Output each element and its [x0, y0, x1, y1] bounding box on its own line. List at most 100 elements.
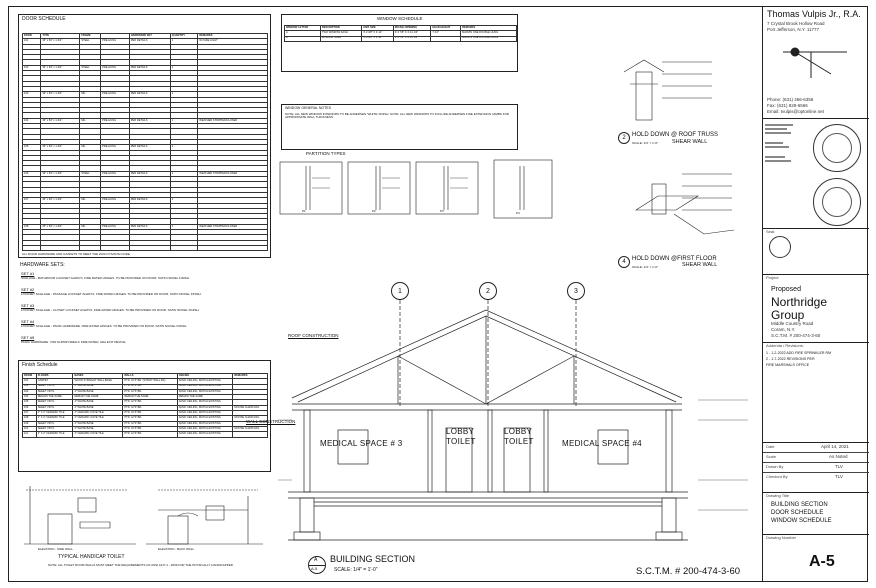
handicap-left-label: ELEVATION - SIDE WALL [38, 547, 73, 551]
grid-bubble-2: 2 [479, 282, 497, 300]
detail-2-subtitle: SHEAR WALL [672, 139, 708, 145]
section-scale: SCALE: 1/4" = 1'-0" [334, 567, 378, 573]
architect-fax: Fax: (631) 828-6566 [767, 103, 808, 108]
architect-address-2: Port Jefferson, N.Y. 11777 [767, 27, 820, 32]
partition-types-title: PARTITION TYPES [306, 151, 346, 156]
state-seal [769, 236, 791, 258]
architect-address-1: 7 Crystal Brook Hollow Road [767, 21, 825, 26]
consultant-notes [765, 122, 805, 222]
project-proposed: Proposed [771, 286, 801, 293]
wall-construction-label: WALL CONSTRUCTION [246, 419, 296, 424]
door-spacer-row [21, 133, 268, 140]
revision-2: 2 - 1-7-2022 REVISIONS PER [766, 357, 815, 361]
handicap-note: NOTE: ALL TOILET ROOM WALLS MUST MEET TH… [48, 563, 234, 567]
window-notes-text: NOTE: ALL NEW WINDOW INTERIORS TO BE AND… [285, 112, 510, 120]
hardware-set-text: PANIC HARDWARE. VON DUPRIN 98EO-F FIRE R… [21, 340, 127, 344]
architect-phone: Phone: (631) 466-6358 [767, 97, 814, 102]
detail-4-title: HOLD DOWN @FIRST FLOOR [632, 256, 717, 262]
drawing-title-label: Drawing Title [766, 493, 790, 498]
room-lobby-1: LOBBY [446, 427, 475, 436]
architect-logo [783, 47, 847, 78]
hardware-set-text: SCHLAGE - BATHROOM LOCKSET ALWAYS. FIRE … [21, 276, 190, 280]
project-label: Project [766, 275, 779, 280]
door-schedule-title: DOOR SCHEDULE [22, 16, 66, 22]
window-row-cell: 3'-3 7/8" X 4'-11 1/2" [392, 35, 432, 42]
scale-value: As Noted [829, 454, 848, 459]
door-spacer-row [21, 244, 268, 252]
scale-label: Scale [766, 454, 777, 459]
detail-2-bubble: 2 [618, 132, 630, 144]
hardware-set-name: SET #5 [21, 335, 35, 340]
door-spacer-row [21, 128, 268, 135]
drawing-title-2: DOOR SCHEDULE [771, 510, 824, 516]
partition-label-3: P3 [440, 209, 444, 213]
date-label: Date [766, 444, 775, 449]
door-cell [100, 244, 130, 252]
section-drawing [278, 300, 748, 541]
hold-down-details: 2 HOLD DOWN @ ROOF TRUSS SHEAR WALL SCAL… [562, 14, 757, 268]
partition-drawings [279, 159, 553, 219]
window-row-cell: B [284, 35, 321, 42]
door-cell [40, 244, 81, 252]
grid-bubble-3: 3 [567, 282, 585, 300]
partition-label-4: P4 [516, 211, 520, 215]
architect-name: Thomas Vulpis Jr., R.A. [767, 9, 861, 19]
window-row-cell [430, 35, 462, 42]
revision-3: FIRE MARSHALS OFFICE [766, 363, 810, 367]
detail-2-scale: SCALE: 1/4" = 1'-0" [632, 141, 659, 145]
engineer-seal [813, 178, 861, 226]
section-tag-top: A [314, 557, 318, 563]
project-name-2: Group [771, 308, 805, 322]
project-name: Northridge [771, 295, 828, 309]
partition-label-1: P1 [302, 209, 306, 213]
door-spacer-row [21, 218, 268, 225]
project-sctm: S.C.T.M. # 200-474-3-60 [771, 333, 821, 338]
door-cell [79, 244, 102, 252]
title-block: Thomas Vulpis Jr., R.A. 7 Crystal Brook … [762, 6, 869, 582]
handicap-right-label: ELEVATION - BACK WALL [158, 547, 195, 551]
project-town: Coram, N.Y. [771, 327, 796, 332]
handicap-title: TYPICAL HANDICAP TOILET [58, 554, 125, 560]
hardware-set-name: SET #1 [21, 271, 35, 276]
room-medical-4: MEDICAL SPACE #4 [562, 439, 642, 448]
room-medical-3: MEDICAL SPACE # 3 [320, 439, 403, 448]
addenda-label: Addenda / Revisions: [766, 343, 804, 348]
finish-row-cell [232, 431, 268, 438]
window-notes: WINDOW GENERAL NOTES NOTE: ALL NEW WINDO… [281, 104, 518, 150]
door-spacer-row [21, 186, 268, 193]
hardware-set-name: SET #3 [21, 303, 35, 308]
finish-row-cell: 4" CERAMIC COVE TILE [72, 431, 124, 438]
sctm-number: S.C.T.M. # 200-474-3-60 [636, 566, 741, 577]
building-section: 1 2 3 ROOF CONSTRUCTION WALL CONSTRUCTIO… [246, 280, 758, 580]
hardware-sets-title: HARDWARE SETS: [20, 262, 65, 268]
hardware-set-text: LOCKSET SCHLAGE - CLOSET LOCKSET ALWAYS.… [21, 308, 200, 312]
date-value: April 14, 2021 [821, 444, 849, 449]
window-row-cell: MARVIN ONE DOUBLE HUNG [460, 35, 517, 42]
door-cell [197, 244, 268, 252]
drawing-title-1: BUILDING SECTION [771, 502, 828, 508]
door-cell [21, 244, 42, 252]
section-tag: A A-5 [308, 556, 326, 574]
revision-lines [763, 370, 869, 442]
room-toilet-1: TOILET [446, 437, 476, 446]
detail-4-bubble: 4 [618, 256, 630, 268]
finish-schedule-title: Finish Schedule [22, 362, 58, 368]
hold-down-drawings [623, 59, 735, 235]
partition-label-2: P2 [372, 209, 376, 213]
hardware-set-text: LOCKSET SCHLAGE - PASSAGE LOCKSET ALWAYS… [21, 292, 202, 296]
sheet-border [8, 6, 868, 582]
revision-1: 1 - 1-2-2022 ADD FIRE SPRINKLER RM [766, 351, 832, 355]
door-spacer-row [21, 80, 268, 87]
door-cell [169, 244, 199, 252]
finish-row-cell: 2" X 2" CERAMIC TILE [35, 431, 74, 438]
